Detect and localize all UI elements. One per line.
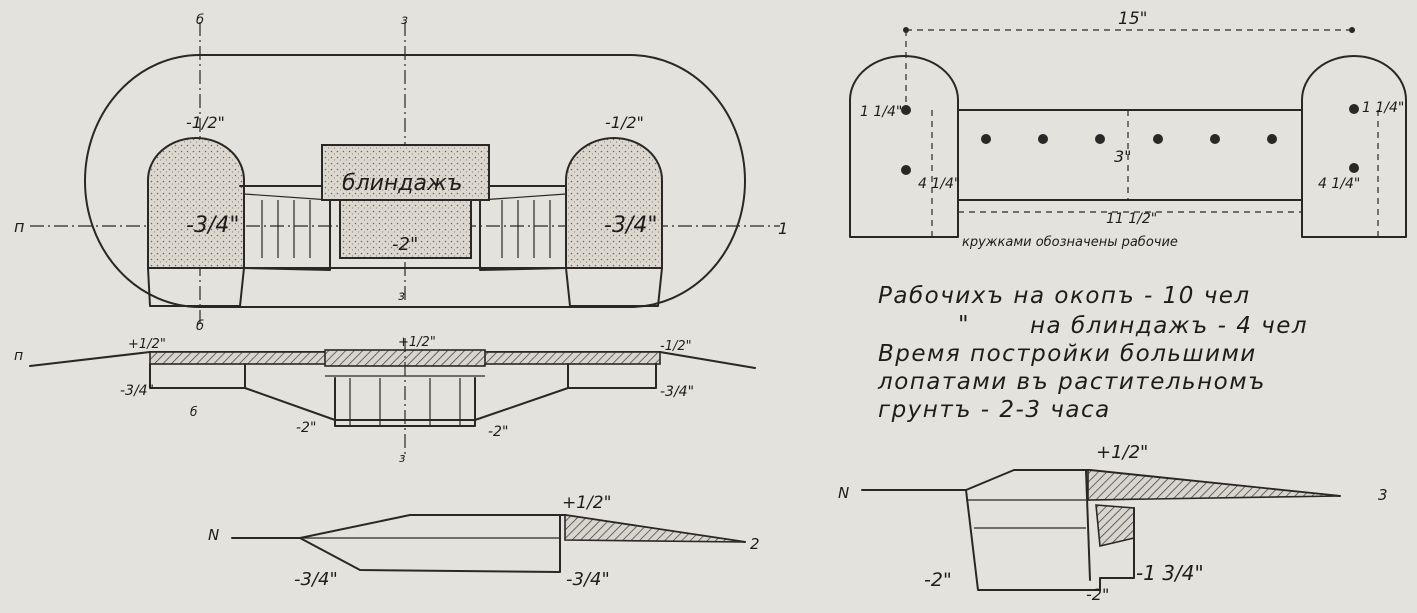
- section-1-trench-floor: [244, 387, 569, 421]
- plan-top-left: -1/2": [186, 113, 225, 132]
- section-1-depth-left: -3/4": [120, 383, 154, 399]
- plan-depth-left: -3/4": [186, 213, 239, 238]
- dim-end-left: [903, 27, 909, 33]
- section-1-depth-center-left: -2": [296, 420, 316, 436]
- section-2-mark-left: N: [208, 526, 219, 544]
- section-1-depth-center-right: -2": [488, 424, 508, 440]
- section-1-left-pit: [149, 363, 246, 389]
- plan-depth-center: -2": [392, 234, 418, 255]
- worker-marker: [901, 165, 911, 175]
- worker-marker: [1267, 134, 1277, 144]
- section-2: N 2 +1/2" -3/4" -3/4": [208, 493, 760, 590]
- dim-end-right: [1349, 27, 1355, 33]
- section-1-mark-left: п: [14, 348, 23, 364]
- elevation-dim-left-top-label: 1 1/4": [860, 104, 902, 120]
- section-3-mark-left: N: [838, 484, 849, 502]
- plan-mark-bottom-z: з: [398, 289, 405, 304]
- plan-right-pit-step: [565, 267, 663, 307]
- elevation-dim-right-top-label: 1 1/4": [1362, 100, 1404, 116]
- plan-right-pit: [565, 137, 663, 269]
- section-3-parapet: [1087, 469, 1341, 501]
- note-workers-trench: Рабочихъ на окопъ - 10 чел: [878, 283, 1251, 309]
- elevation-caption: кружками обозначены рабочие: [962, 235, 1178, 250]
- plan-mark-top-b: б: [196, 13, 204, 28]
- note-workers-shelter: на блиндажъ - 4 чел: [1030, 313, 1308, 339]
- section-3-revetment: [1095, 504, 1135, 547]
- note-ditto-mark: ": [958, 312, 970, 338]
- plan-shelter-label: блиндажъ: [342, 171, 462, 196]
- section-1-mark-b: б: [190, 405, 198, 419]
- worker-marker: [1349, 104, 1359, 114]
- plan-mark-right: 1: [778, 219, 788, 238]
- section-2-depth-right: -3/4": [566, 569, 610, 590]
- section-3-depth-right: -1 3/4": [1136, 561, 1204, 585]
- plan-mark-left: п: [14, 217, 24, 236]
- section-1: п +1/2" +1/2" -1/2" -3/4" -3/4" -2" -2" …: [14, 335, 756, 465]
- worker-marker: [1095, 134, 1105, 144]
- section-2-trench: [299, 514, 561, 573]
- plan-shelter-floor: [339, 199, 472, 259]
- section-3-top: +1/2": [1096, 442, 1148, 463]
- section-1-shelter-pit: [334, 377, 476, 427]
- elevation-dim-bottom-label: 11 1/2": [1106, 211, 1157, 227]
- section-1-top-left: +1/2": [128, 337, 166, 352]
- note-time-line-2: лопатами въ растительномъ: [877, 369, 1266, 395]
- worker-marker: [1349, 163, 1359, 173]
- section-1-right-pit: [567, 363, 657, 389]
- section-2-top: +1/2": [562, 493, 611, 513]
- plan-top-right: -1/2": [605, 113, 644, 132]
- elevation-dim-center-label: 3": [1114, 147, 1132, 166]
- section-3-mark-right: 3: [1378, 486, 1388, 504]
- elevation-dim-top-label: 15": [1118, 9, 1147, 29]
- plan-left-pit-step: [147, 267, 245, 307]
- plan-trench-planks: [243, 193, 567, 258]
- section-3-depth-mid: -2": [1086, 585, 1109, 604]
- section-3-trench: [965, 489, 1135, 591]
- worker-marker: [981, 134, 991, 144]
- section-2-parapet: [564, 514, 746, 543]
- section-1-mark-z: з: [399, 451, 405, 465]
- worker-marker: [1210, 134, 1220, 144]
- note-time-line-3: грунтъ - 2-3 часа: [878, 397, 1111, 423]
- section-1-top-right: -1/2": [660, 339, 692, 354]
- worker-marker: [901, 105, 911, 115]
- plan-depth-right: -3/4": [604, 213, 657, 238]
- section-3: N 3 +1/2" -2" -2" -1 3/4": [838, 442, 1388, 604]
- worker-markers: [901, 104, 1359, 175]
- section-2-depth-left: -3/4": [294, 569, 338, 590]
- plan-mark-bottom-b: б: [196, 319, 204, 334]
- elevation-right-post: [1301, 55, 1407, 238]
- construction-notes: Рабочихъ на окопъ - 10 чел " на блиндажъ…: [877, 283, 1308, 423]
- plan-left-pit: [147, 137, 245, 269]
- section-3-post: [1085, 469, 1091, 581]
- section-1-depth-right: -3/4": [660, 384, 694, 400]
- section-2-mark-right: 2: [750, 535, 760, 553]
- plan-mark-top-z: з: [401, 13, 408, 28]
- elevation-left-post: [849, 55, 959, 238]
- worker-marker: [1153, 134, 1163, 144]
- section-3-depth-left: -2": [924, 569, 952, 591]
- note-time-line-1: Время постройки большими: [878, 341, 1257, 367]
- worker-marker: [1038, 134, 1048, 144]
- section-1-top-center: +1/2": [398, 335, 436, 350]
- elevation-dim-left-height-label: 4 1/4": [918, 176, 960, 192]
- elevation-view: 15" 1 1/4" 1 1/4" 4 1/4" 4 1/4" 3" 11 1/…: [849, 9, 1407, 250]
- elevation-dim-right-height-label: 4 1/4": [1318, 176, 1360, 192]
- plan-view: блиндажъ -3/4" -3/4" -2" -1/2" -1/2" п 1…: [14, 13, 788, 334]
